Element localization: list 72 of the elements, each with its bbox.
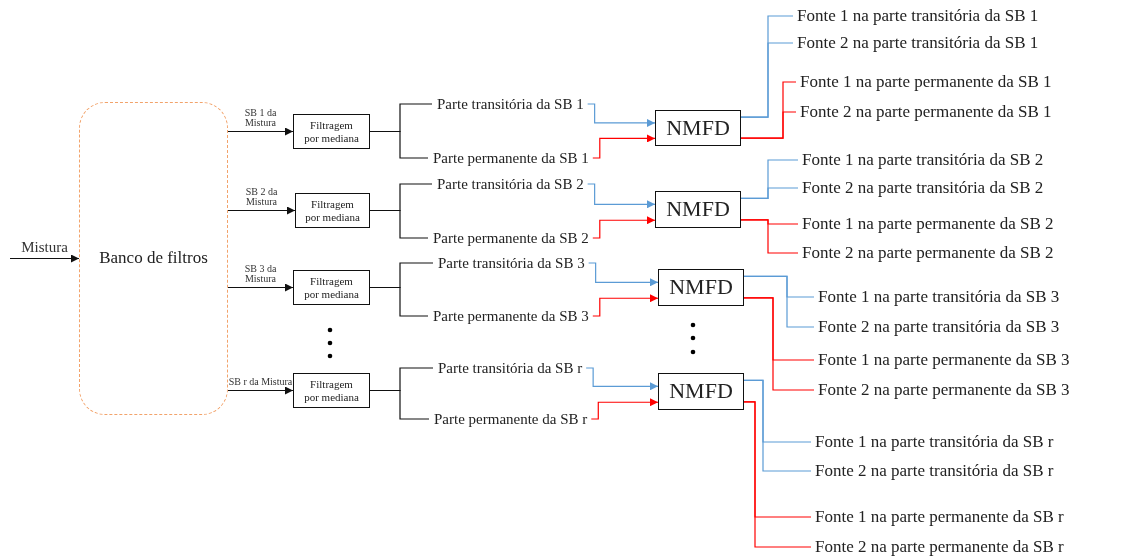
- block-label: Filtragem por mediana: [303, 275, 360, 300]
- connector-line: [743, 379, 812, 472]
- output-label: Fonte 2 na parte permanente da SB 1: [800, 102, 1052, 122]
- arrow: [592, 216, 656, 239]
- edge-label: SB 3 da Mistura: [243, 263, 278, 285]
- arrow: [585, 367, 659, 391]
- nmfd-block: [655, 191, 741, 228]
- block-label: NMFD: [669, 379, 733, 404]
- edge-label: Mistura: [20, 239, 69, 256]
- nmfd-block: [658, 373, 744, 410]
- nmfd-block: [658, 269, 744, 306]
- block-label: Filtragem por mediana: [303, 119, 360, 144]
- connector-line: [743, 297, 815, 391]
- output-label: Parte permanente da SB 1: [433, 149, 589, 167]
- arrow: [9, 254, 80, 263]
- output-label: Parte permanente da SB r: [434, 410, 588, 428]
- block-label: Filtragem por mediana: [304, 198, 361, 223]
- output-label: Fonte 1 na parte transitória da SB 1: [797, 6, 1039, 26]
- process-box: [293, 373, 370, 408]
- output-label: Fonte 1 na parte transitória da SB 3: [818, 287, 1060, 307]
- output-label: Parte permanente da SB 3: [433, 307, 589, 325]
- arrow: [590, 398, 659, 420]
- arrow: [587, 183, 656, 209]
- output-label: Fonte 1 na parte permanente da SB 3: [818, 350, 1070, 370]
- output-label: Fonte 2 na parte transitória da SB r: [815, 461, 1054, 481]
- output-label: Fonte 2 na parte permanente da SB 2: [802, 243, 1054, 263]
- connector-line: [743, 401, 812, 548]
- connector-line: [740, 187, 799, 199]
- output-label: Parte transitória da SB 2: [437, 175, 584, 193]
- output-label: Fonte 2 na parte permanente da SB 3: [818, 380, 1070, 400]
- process-box: [293, 270, 370, 305]
- arrow: [227, 283, 294, 292]
- output-label: Fonte 1 na parte transitória da SB r: [815, 432, 1054, 452]
- process-box: [295, 193, 370, 228]
- output-label: Fonte 1 na parte transitória da SB 2: [802, 150, 1044, 170]
- arrow: [592, 134, 656, 159]
- edge-label: SB 1 da Mistura: [243, 107, 278, 129]
- block-label: NMFD: [666, 197, 730, 222]
- filter-bank-box: [79, 102, 228, 415]
- output-label: Parte transitória da SB 1: [437, 95, 584, 113]
- nmfd-block: [655, 110, 741, 146]
- block-label: NMFD: [669, 275, 733, 300]
- output-label: Parte transitória da SB 3: [438, 254, 585, 272]
- output-label: Parte permanente da SB 2: [433, 229, 589, 247]
- arrow: [587, 103, 656, 127]
- arrow: [227, 127, 294, 136]
- edge-label: SB 2 da Mistura: [244, 186, 279, 208]
- block-label: Filtragem por mediana: [303, 378, 360, 403]
- connector-line: [740, 42, 794, 118]
- arrow: [227, 386, 294, 395]
- output-label: Fonte 2 na parte transitória da SB 1: [797, 33, 1039, 53]
- edge-label: SB r da Mistura: [228, 377, 293, 388]
- output-label: Fonte 2 na parte permanente da SB r: [815, 537, 1064, 557]
- process-box: [293, 114, 370, 149]
- output-label: Fonte 2 na parte transitória da SB 3: [818, 317, 1060, 337]
- connector-line: [369, 286, 429, 317]
- output-label: Fonte 1 na parte permanente da SB r: [815, 507, 1064, 527]
- output-label: Parte transitória da SB r: [438, 359, 583, 377]
- connector-line: [369, 389, 430, 420]
- output-label: Fonte 1 na parte permanente da SB 2: [802, 214, 1054, 234]
- output-label: Fonte 2 na parte transitória da SB 2: [802, 178, 1044, 198]
- block-label: NMFD: [666, 115, 730, 141]
- arrow: [588, 262, 659, 287]
- connector-line: [743, 275, 815, 328]
- block-label: Banco de filtros: [99, 249, 208, 268]
- connector-line: [740, 111, 797, 139]
- connector-line: [740, 219, 799, 254]
- arrow: [227, 206, 296, 215]
- connector-line: [369, 130, 429, 159]
- arrow: [592, 294, 659, 317]
- output-label: Fonte 1 na parte permanente da SB 1: [800, 72, 1052, 92]
- connector-line: [369, 209, 429, 239]
